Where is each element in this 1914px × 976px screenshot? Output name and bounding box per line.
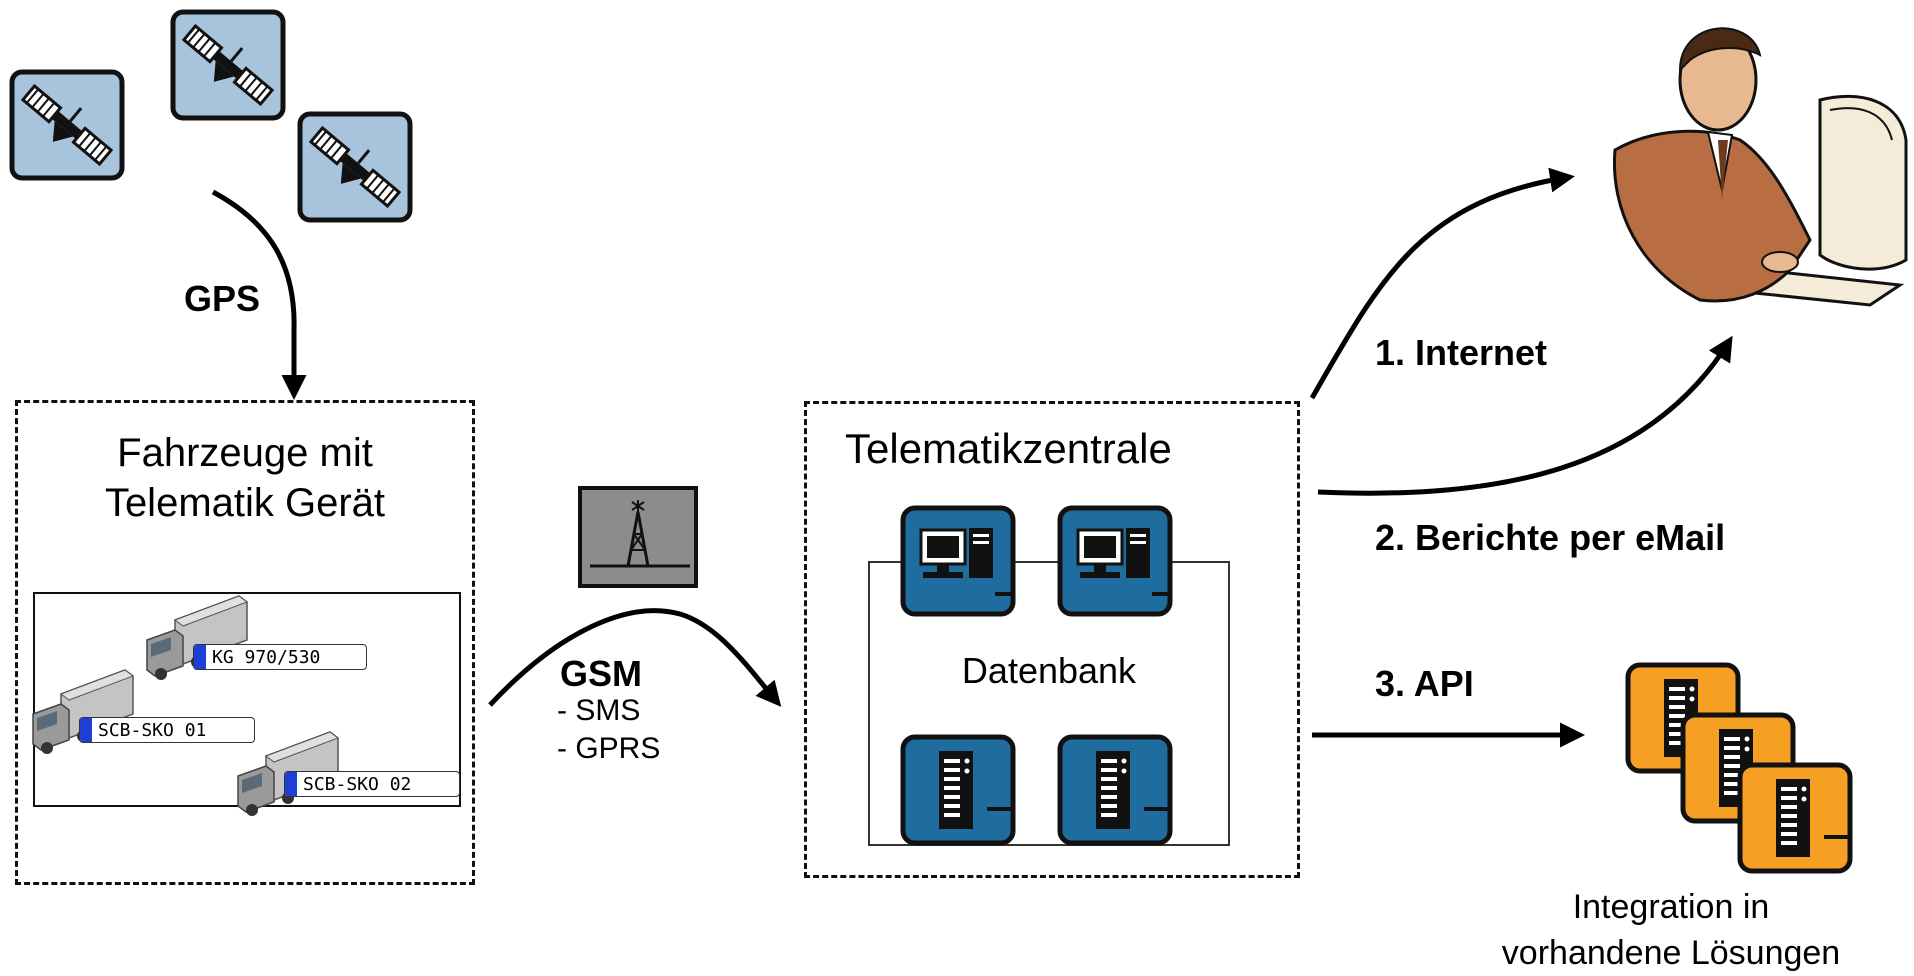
license-plate: KG 970/530 xyxy=(193,644,367,670)
integration-line2: vorhandene Lösungen xyxy=(1501,934,1841,972)
gsm-arrow xyxy=(488,608,782,707)
email-label: 2. Berichte per eMail xyxy=(1375,517,1726,558)
internet-label: 1. Internet xyxy=(1375,332,1548,373)
database-label: Datenbank xyxy=(961,650,1137,691)
vehicles-title-line2: Telematik Gerät xyxy=(104,481,386,525)
radio-tower-icon xyxy=(578,486,698,588)
license-plate: SCB-SKO 01 xyxy=(79,717,255,743)
api-label: 3. API xyxy=(1375,663,1474,704)
vehicles-box xyxy=(15,400,475,885)
gsm-item-sms: - SMS xyxy=(557,694,641,727)
integration-label: Integration in vorhandene Lösungen xyxy=(1426,884,1914,976)
email-arrow xyxy=(1317,335,1733,496)
integration-line1: Integration in xyxy=(1572,888,1770,926)
license-plate: SCB-SKO 02 xyxy=(284,771,460,797)
vehicles-title-line1: Fahrzeuge mit xyxy=(117,431,373,475)
gps-label: GPS xyxy=(184,278,261,319)
internet-arrow xyxy=(1309,167,1575,400)
eu-band-icon xyxy=(194,645,206,669)
telematics-center-title: Telematikzentrale xyxy=(845,425,1172,472)
gsm-label: GSM xyxy=(560,653,643,694)
gsm-item-gprs: - GPRS xyxy=(557,732,661,765)
person-at-computer-icon xyxy=(1612,27,1908,307)
server-icon xyxy=(1740,765,1852,871)
gps-arrow xyxy=(211,189,307,400)
eu-band-icon xyxy=(285,772,297,796)
vehicles-title: Fahrzeuge mit Telematik Gerät xyxy=(15,428,475,528)
plate-text: SCB-SKO 01 xyxy=(98,719,207,741)
plate-text: KG 970/530 xyxy=(212,646,321,668)
eu-band-icon xyxy=(80,718,92,742)
telematics-center-box xyxy=(804,401,1300,878)
plate-text: SCB-SKO 02 xyxy=(303,773,412,795)
